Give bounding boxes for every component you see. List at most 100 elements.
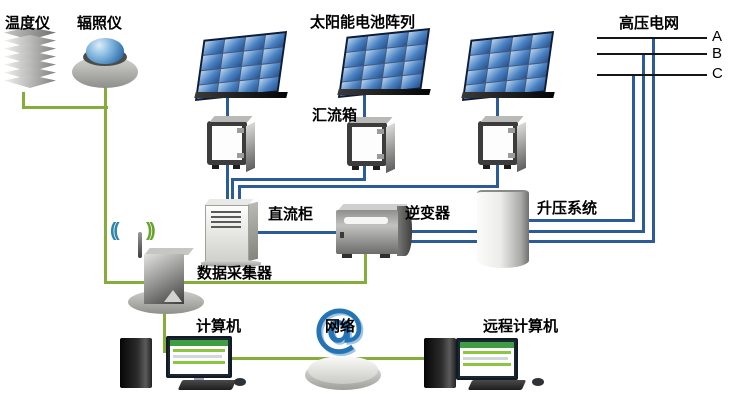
dc-wire-panel3-combiner3 xyxy=(496,96,499,119)
cabinet-vent xyxy=(211,221,241,223)
app-row xyxy=(173,349,225,352)
app-row xyxy=(463,351,511,354)
comm-wire-sensors-collector-inverter xyxy=(104,281,367,284)
panel-cells xyxy=(464,33,552,99)
cabinet-base xyxy=(201,260,261,267)
box-top xyxy=(480,116,524,122)
app-row xyxy=(463,357,508,360)
irradiance-sensor-icon xyxy=(72,38,138,90)
boost-system-icon xyxy=(477,190,529,268)
solar-panel-frame xyxy=(337,89,431,95)
ac-wire-inverter-phase-a xyxy=(408,240,655,243)
box-foot xyxy=(352,166,359,170)
computer-label: 计算机 xyxy=(196,318,242,335)
app-header-bar xyxy=(170,340,228,346)
box-side xyxy=(386,122,395,174)
box-foot xyxy=(233,165,240,169)
cabinet-vent xyxy=(211,211,241,213)
app-row xyxy=(173,355,222,358)
cabinet-front xyxy=(205,205,249,263)
temperature-sensor-icon xyxy=(4,27,56,88)
monitor-screen xyxy=(460,342,514,376)
solar-panel-icon xyxy=(194,30,288,102)
solar-array-label: 太阳能电池阵列 xyxy=(310,14,416,31)
solar-panel-frame xyxy=(194,92,288,98)
dc-wire-combiner2-cabinet xyxy=(231,178,234,210)
box-tab xyxy=(508,153,515,158)
solar-panel-frame xyxy=(461,92,555,98)
dome-glass xyxy=(86,38,124,64)
box-top xyxy=(209,116,253,122)
dc-wire-panel1-combiner1 xyxy=(226,95,229,119)
pc-monitor xyxy=(456,338,518,380)
ac-riser-phase-c xyxy=(632,75,635,222)
remote-computer-icon xyxy=(420,335,550,393)
box-tab xyxy=(508,128,515,133)
boost-system-label: 升压系统 xyxy=(537,200,598,217)
box-foot xyxy=(373,166,380,170)
inverter-icon xyxy=(336,204,414,260)
inverter-latch xyxy=(340,232,344,238)
inverter-slot xyxy=(344,217,388,224)
ac-riser-phase-a xyxy=(652,37,655,243)
dc-cabinet-label: 直流柜 xyxy=(268,206,314,223)
panel-cells xyxy=(197,33,285,99)
box-foot xyxy=(504,165,511,169)
pc-tower xyxy=(424,338,456,388)
data-collector-label: 数据采集器 xyxy=(197,265,273,282)
inverter-foot xyxy=(342,254,352,258)
box-side xyxy=(517,121,526,173)
dc-wire-combiner3-cabinet xyxy=(238,185,241,210)
box-tab xyxy=(377,129,384,134)
panel-cells xyxy=(340,30,428,96)
app-row xyxy=(173,361,225,364)
cabinet-side xyxy=(248,201,258,262)
phase-b-label: B xyxy=(712,45,723,62)
pc-keyboard xyxy=(467,380,527,390)
inverter-side xyxy=(397,206,412,256)
inverter-label: 逆变器 xyxy=(405,205,451,222)
solar-panel-icon xyxy=(461,30,555,102)
grid-bus-phase-a xyxy=(597,37,707,39)
ac-riser-phase-b xyxy=(642,54,645,233)
dc-wire-combiner2-down xyxy=(363,158,366,181)
combiner-box-icon xyxy=(207,116,255,173)
monitor-stand xyxy=(194,376,204,383)
wifi-waves-icon: )) xyxy=(146,220,156,241)
pc-mouse xyxy=(532,378,544,386)
app-row xyxy=(463,363,511,366)
dc-wire-combiner3-down xyxy=(496,160,499,188)
hv-grid-label: 高压电网 xyxy=(619,15,680,32)
dc-wire-panel2-combiner2 xyxy=(363,93,366,121)
inverter-foot xyxy=(380,254,390,258)
box-side xyxy=(246,121,255,173)
dc-wire-combiner2-horizontal xyxy=(231,178,366,181)
network-label: 网络 xyxy=(325,318,356,335)
cabinet-vent xyxy=(211,216,241,218)
comm-wire-temperature-horizontal xyxy=(22,106,108,109)
dc-wire-combiner3-horizontal xyxy=(238,185,499,188)
at-symbol-icon: @ xyxy=(313,298,365,358)
computer-icon xyxy=(118,334,248,392)
combiner-box-icon xyxy=(478,116,526,173)
box-foot xyxy=(483,165,490,169)
data-collector-icon: (( )) xyxy=(110,220,204,316)
combiner-box-icon xyxy=(347,117,395,174)
comm-wire-temperature-down xyxy=(22,92,25,108)
comm-wire-sensors-down xyxy=(104,86,107,284)
grid-bus-phase-b xyxy=(597,53,707,55)
dc-wire-cabinet-inverter xyxy=(252,231,340,234)
grid-bus-phase-c xyxy=(597,74,707,76)
app-header-bar xyxy=(460,342,514,348)
ac-wire-boost-phase-c xyxy=(495,219,635,222)
wifi-waves-icon: (( xyxy=(110,220,120,241)
irradiance-sensor-label: 辐照仪 xyxy=(77,15,123,32)
network-icon: @ xyxy=(305,302,381,392)
comm-wire-inverter-down xyxy=(364,252,367,284)
box-foot xyxy=(212,165,219,169)
pc-keyboard xyxy=(177,380,237,390)
phase-a-label: A xyxy=(712,28,723,45)
box-tab xyxy=(237,153,244,158)
pc-monitor xyxy=(166,336,232,378)
